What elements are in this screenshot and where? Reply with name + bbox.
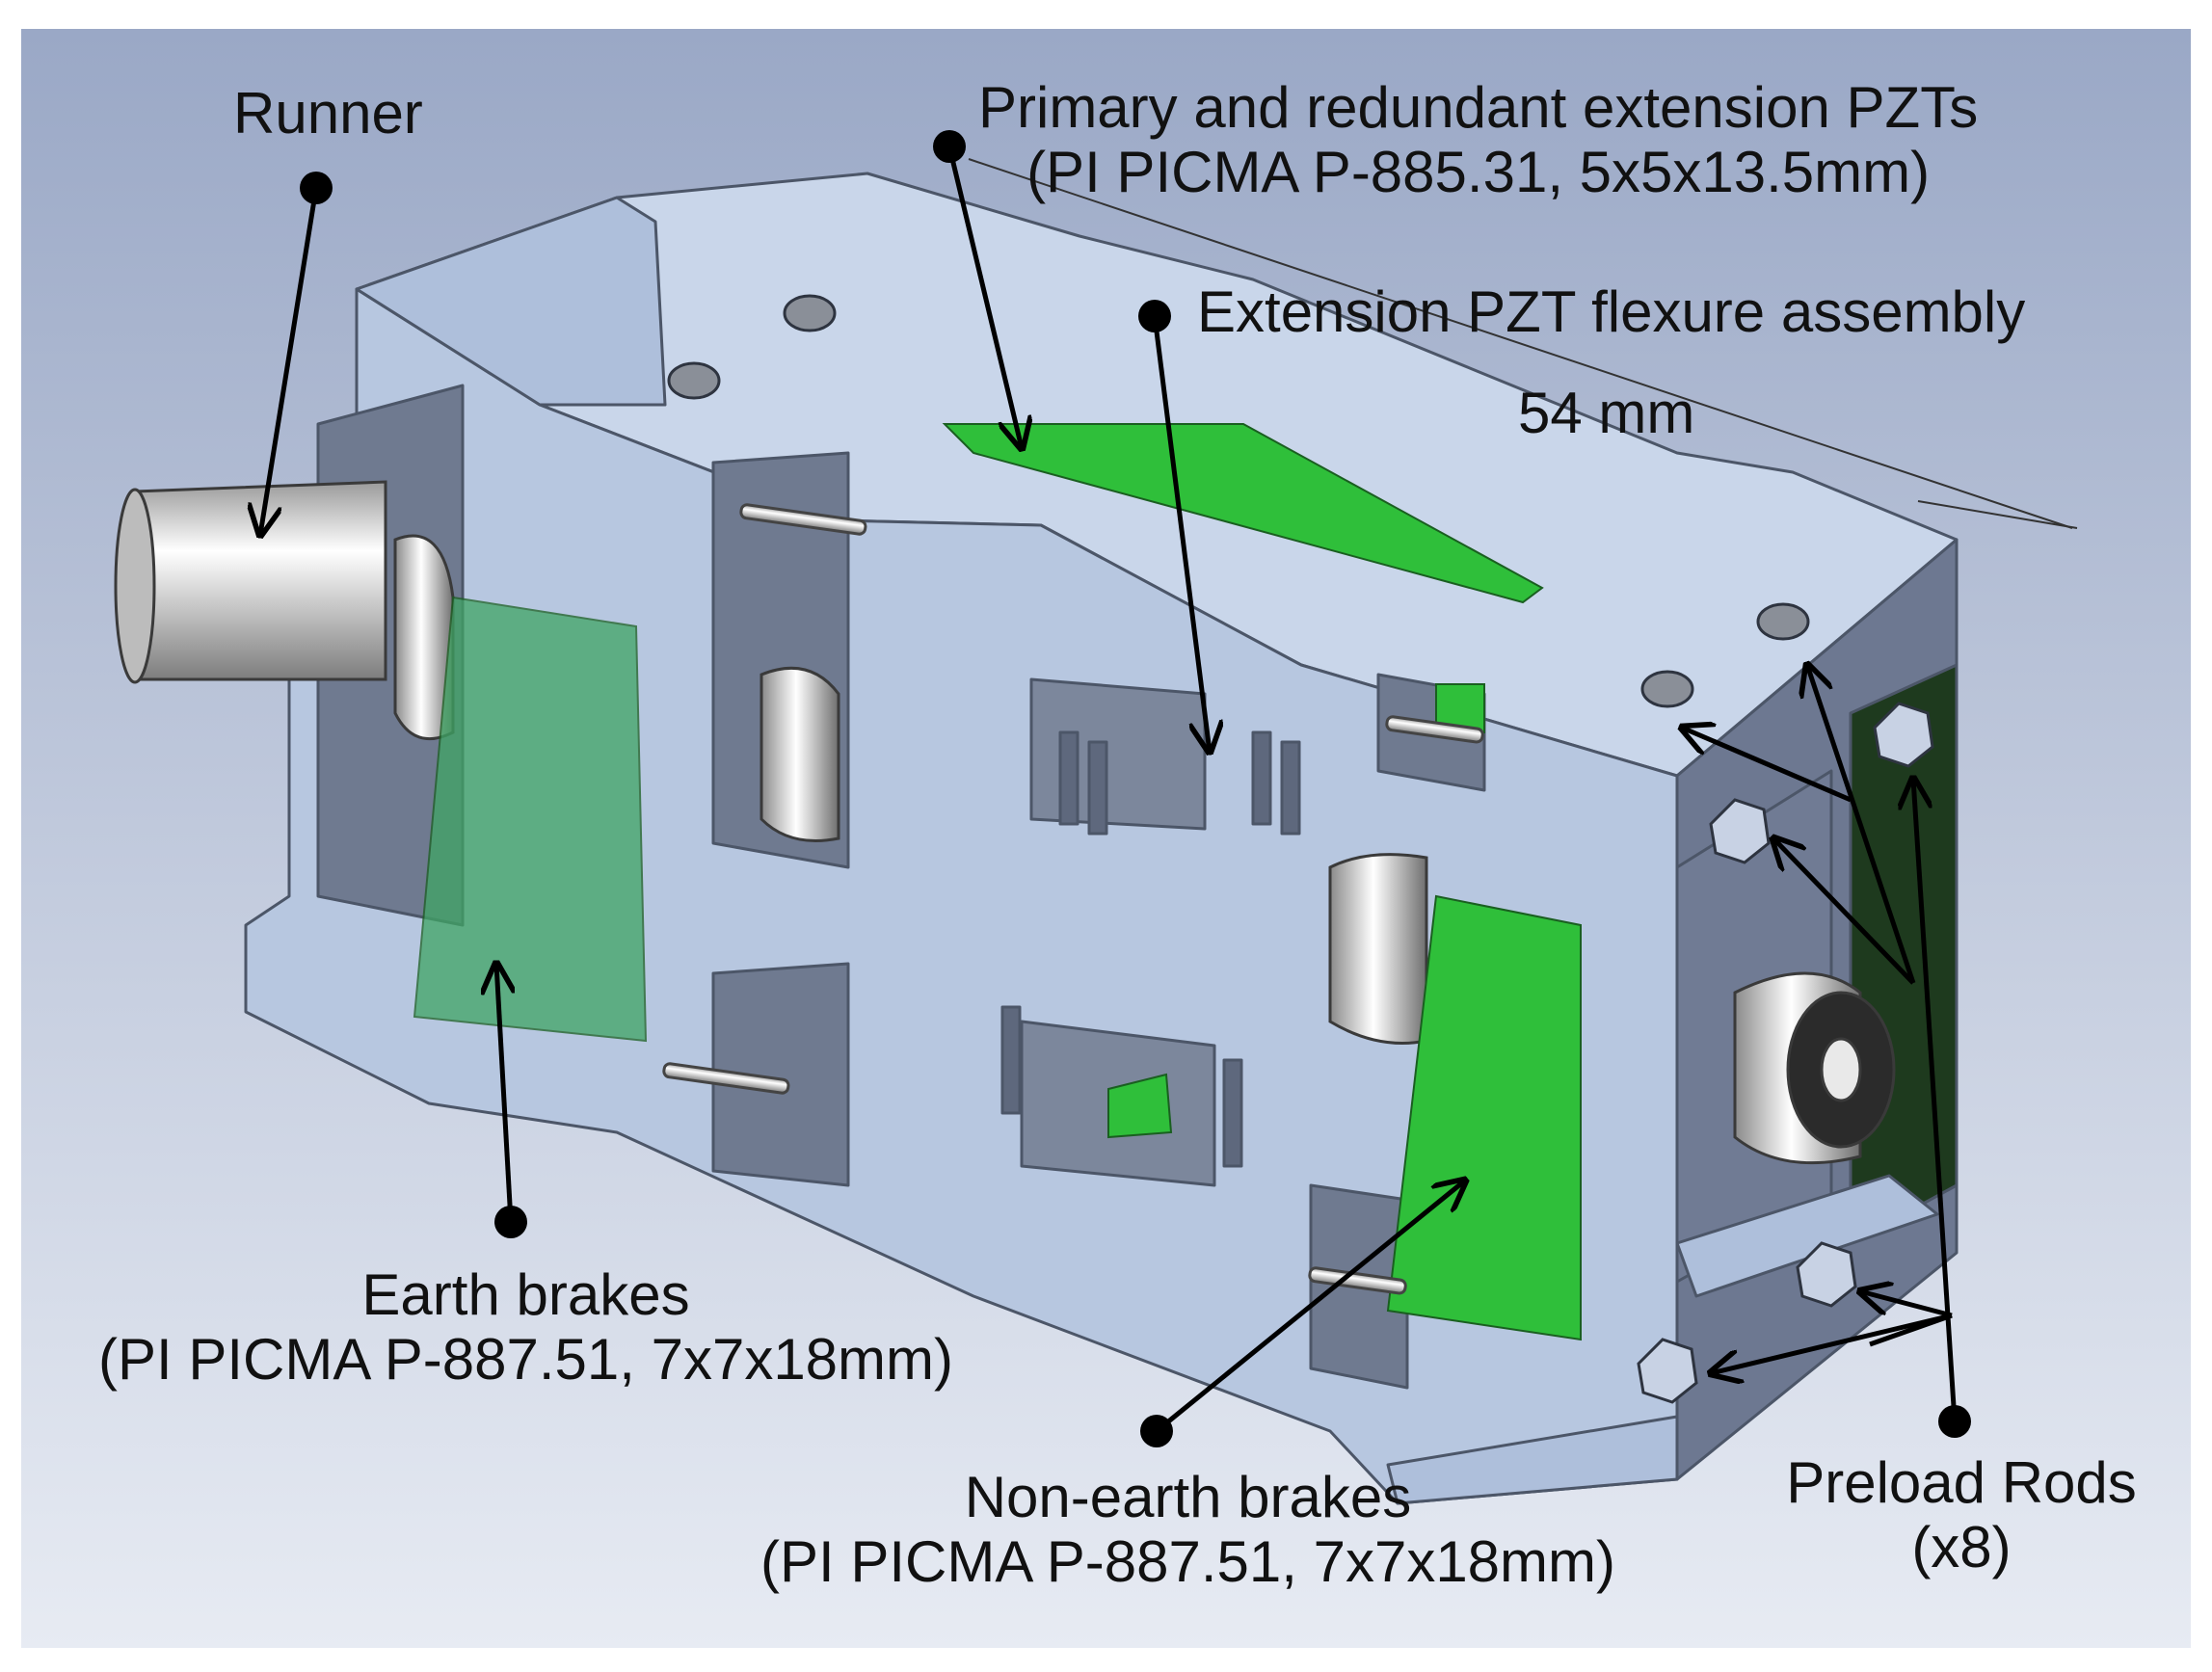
primary-pzt-label-line1: Primary and redundant extension PZTs <box>978 75 1979 140</box>
primary-pzt-label-line2: (PI PICMA P-885.31, 5x5x13.5mm) <box>1026 140 1931 205</box>
extension-pzt <box>942 423 1544 604</box>
runner-leader <box>260 187 319 535</box>
preload-rods-label-line1: Preload Rods <box>1786 1450 2137 1515</box>
preload-rods-label: Preload Rods (x8) <box>1759 1450 2164 1579</box>
earth-brake-leader <box>496 964 511 1223</box>
preload-rods-label-line2: (x8) <box>1911 1515 2012 1580</box>
non-earth-brakes-label-line1: Non-earth brakes <box>964 1465 1412 1529</box>
non-earth-brakes-label-line2: (PI PICMA P-887.51, 7x7x18mm) <box>760 1529 1615 1595</box>
earth-brake-pzt <box>413 596 648 1043</box>
earth-brakes-label-line1: Earth brakes <box>361 1262 690 1327</box>
nuts <box>667 294 1934 1404</box>
runner-label: Runner <box>233 81 423 146</box>
earth-brakes-label: Earth brakes (PI PICMA P-887.51, 7x7x18m… <box>56 1262 996 1392</box>
preload-rods-leaders <box>1682 665 1958 1422</box>
primary-pzt-label: Primary and redundant extension PZTs (PI… <box>978 75 1978 204</box>
earth-brakes-label-line2: (PI PICMA P-887.51, 7x7x18mm) <box>98 1327 953 1393</box>
leader-dots <box>300 130 1971 1447</box>
non-earth-brake-leader <box>1155 1181 1465 1433</box>
dimension-label: 54 mm <box>1518 381 1695 445</box>
flexure-leader <box>1152 315 1210 752</box>
pzt-elements <box>413 423 1582 1341</box>
flexure-label: Extension PZT flexure assembly <box>1197 279 2026 344</box>
non-earth-brakes-label: Non-earth brakes (PI PICMA P-887.51, 7x7… <box>718 1465 1658 1594</box>
non-earth-brake-pzt <box>1386 894 1582 1341</box>
leader-lines <box>260 146 1958 1433</box>
runner-shaft <box>114 480 1896 1165</box>
dimension-line <box>968 158 2078 529</box>
primary-pzt-leader <box>946 146 1022 448</box>
preload-rods <box>662 503 1484 1295</box>
